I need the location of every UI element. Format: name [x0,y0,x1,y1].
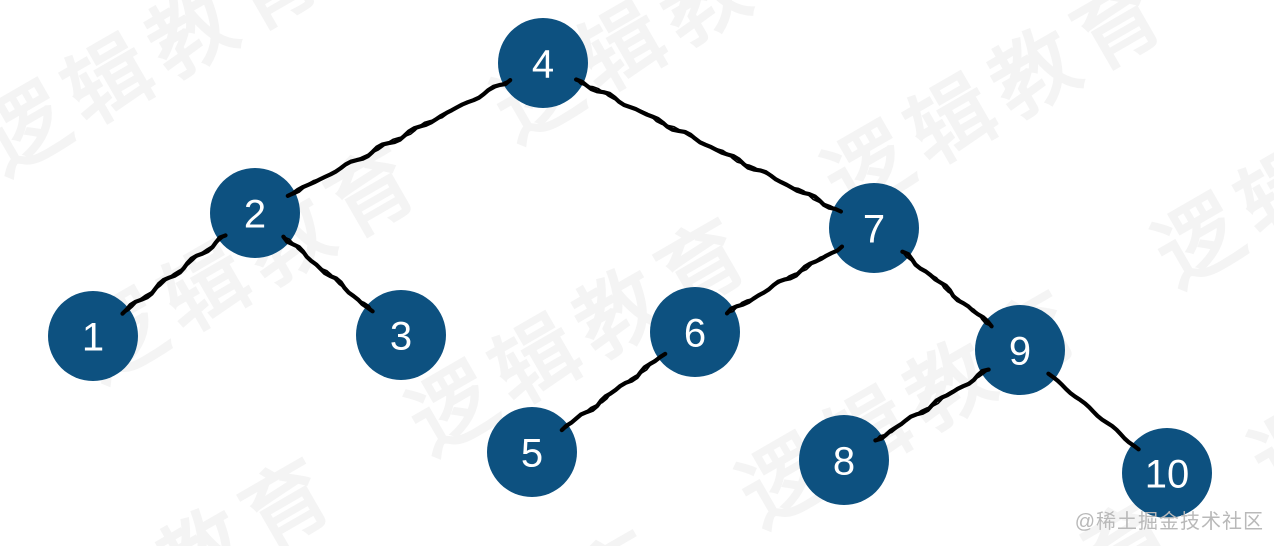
tree-node-label-8: 8 [833,440,855,484]
tree-edge-sketch-7-6 [726,245,843,315]
tree-node-label-2: 2 [244,193,266,237]
tree-edge-sketch-6-5 [561,353,666,431]
tree-node-circle-8 [799,415,889,505]
tree-node-label-9: 9 [1009,330,1031,374]
tree-nodes-layer [48,18,1212,518]
tree-edge-sketch-7-9 [901,250,993,328]
tree-edge-7-9 [900,249,994,329]
tree-node-circle-2 [210,168,300,258]
tree-node-circle-3 [356,290,446,380]
tree-node-circle-7 [829,183,919,273]
tree-node-circle-5 [487,407,577,497]
tree-edge-sketch-4-2 [287,79,511,197]
tree-node-label-3: 3 [390,315,412,359]
tree-node-circle-1 [48,291,138,381]
tree-labels-layer: 4 2 7 1 3 6 9 5 8 10 [82,43,1189,497]
tree-node-circle-10 [1122,428,1212,518]
tree-node-label-10: 10 [1145,453,1190,497]
tree-node-label-7: 7 [863,208,885,252]
tree-edge-sketch-4-7 [575,78,842,213]
tree-node-label-4: 4 [532,43,554,87]
tree-node-circle-6 [650,287,740,377]
tree-edges-layer [120,77,1141,452]
tree-edge-9-8 [873,367,991,443]
tree-edge-sketch-2-1 [121,234,227,315]
tree-node-label-5: 5 [521,432,543,476]
tree-node-label-6: 6 [684,312,706,356]
juejin-credit-watermark: @稀土掘金技术社区 [1074,511,1264,533]
tree-node-circle-4 [498,18,588,108]
tree-edge-sketch-2-3 [282,235,374,313]
tree-node-circle-9 [975,305,1065,395]
tree-edge-sketch-9-8 [874,368,990,442]
tree-edge-sketch-9-10 [1047,372,1140,451]
tree-node-label-1: 1 [82,316,104,360]
